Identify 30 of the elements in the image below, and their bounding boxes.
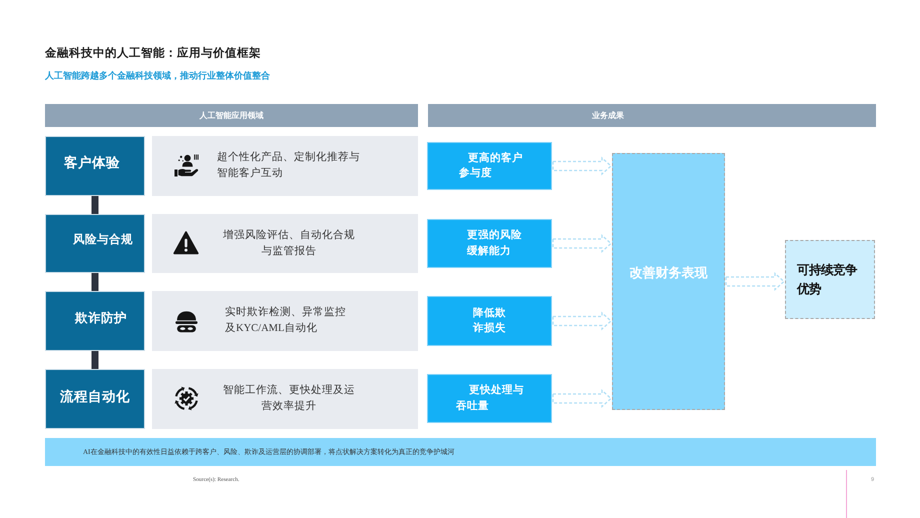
outcome-box: 更高的客户参与度 [427, 142, 552, 190]
description-text: 智能工作流、更快处理及运营效率提升 [222, 383, 356, 414]
result-box: 改善财务表现 [612, 153, 725, 410]
outcome-box: 更快处理与吞吐量 [427, 374, 552, 423]
connector-bar [92, 351, 98, 369]
description-box [152, 136, 418, 196]
block-arrow [725, 272, 785, 291]
description-text: 实时欺诈检测、异常监控及KYC/AML自动化 [225, 305, 347, 336]
category-box: 风险与合规 [45, 214, 145, 273]
description-box [152, 369, 418, 429]
outcome-box: 降低欺诈损失 [427, 296, 552, 346]
block-arrow [552, 156, 612, 176]
connector-bar [92, 196, 98, 214]
outcome-box: 更强的风险缓解能力 [427, 219, 552, 268]
description-text: 超个性化产品、定制化推荐与智能客户互动 [217, 150, 361, 181]
description-box [152, 291, 418, 351]
subtitle: 人工智能跨越多个金融科技领域，推动行业整体价值整合 [45, 70, 270, 82]
category-box: 欺诈防护 [45, 291, 145, 351]
block-arrow [552, 312, 612, 330]
header-band: 人工智能应用领域 [45, 104, 418, 127]
header-band: 业务成果 [428, 104, 876, 127]
description-box [152, 214, 418, 273]
block-arrow [552, 234, 612, 253]
category-box: 流程自动化 [45, 369, 145, 429]
block-arrow [552, 389, 612, 408]
title: 金融科技中的人工智能：应用与价值框架 [45, 46, 261, 60]
connector-bar [92, 273, 98, 291]
result-box: 可持续竞争优势 [785, 240, 875, 319]
description-text: 增强风险评估、自动化合规与监管报告 [222, 228, 356, 258]
category-box: 客户体验 [45, 136, 145, 196]
